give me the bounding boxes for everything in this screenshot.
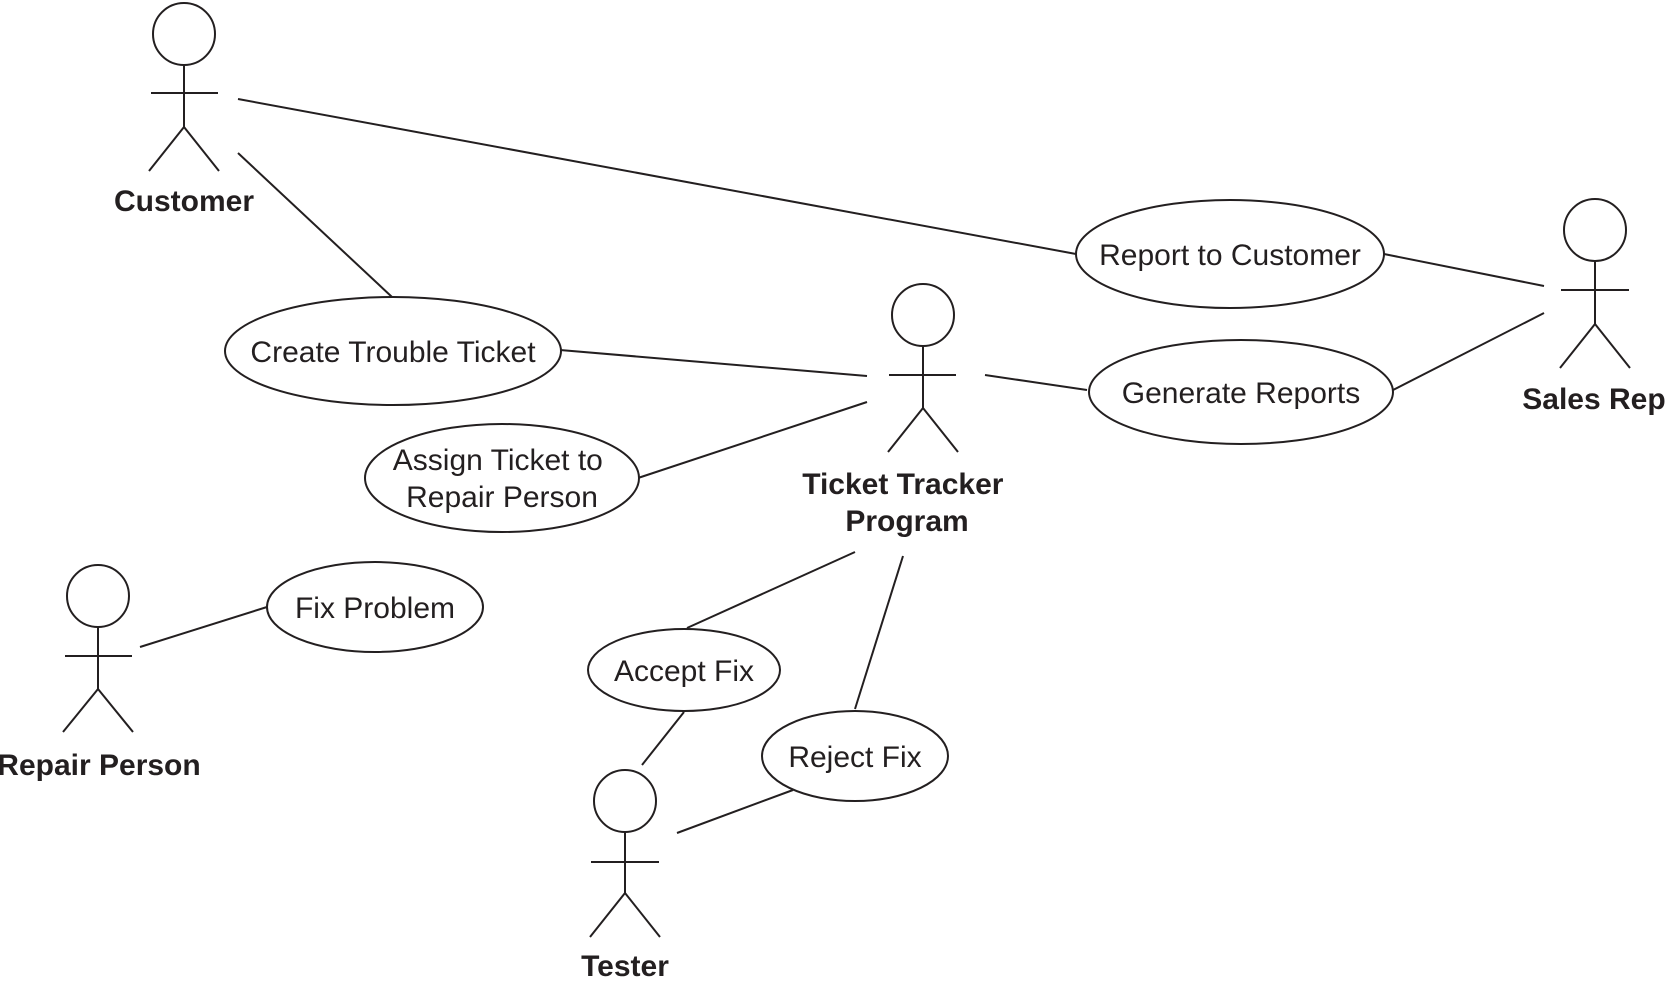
associations [139, 98, 1545, 834]
usecase-label-assign-ticket: Assign Ticket to Repair Person [393, 444, 611, 514]
usecase-report-to-customer: Report to Customer [1075, 199, 1385, 309]
actor-label-line: Program [845, 505, 968, 538]
actor-label-customer: Customer [114, 185, 254, 218]
assoc-customer-report [237, 98, 1077, 255]
actor-label-line: Ticket Tracker [802, 468, 1004, 501]
assoc-accept-tester [641, 711, 685, 766]
usecase-accept-fix: Accept Fix [587, 628, 781, 712]
usecase-ellipse [587, 628, 781, 712]
stick-figure-icon [589, 769, 661, 938]
usecase-label-line: Repair Person [406, 481, 598, 514]
assoc-reject-tester [676, 789, 794, 834]
assoc-tracker-generate [984, 374, 1088, 391]
usecase-reject-fix: Reject Fix [761, 710, 949, 802]
usecase-label-accept-fix: Accept Fix [614, 655, 754, 688]
assoc-report-salesrep [1383, 253, 1545, 287]
assoc-generate-salesrep [1392, 312, 1545, 391]
usecase-assign-ticket: Assign Ticket to Repair Person [364, 423, 640, 533]
stick-figure-icon [1559, 198, 1631, 369]
usecase-label-report-to-customer: Report to Customer [1099, 239, 1361, 272]
actor-label-sales-rep: Sales Rep [1522, 383, 1665, 416]
actor-customer: Customer [114, 2, 254, 218]
usecase-fix-problem: Fix Problem [266, 561, 484, 653]
usecase-create-trouble-ticket: Create Trouble Ticket [224, 296, 562, 406]
usecase-label-line: Assign Ticket to [393, 444, 603, 477]
usecase-label-reject-fix: Reject Fix [788, 741, 921, 774]
assoc-assign-tracker [637, 401, 868, 479]
actor-repair-person: Repair Person [0, 564, 201, 782]
usecase-label-generate-reports: Generate Reports [1122, 377, 1360, 410]
usecase-ellipse [224, 296, 562, 406]
usecase-ellipse [1088, 339, 1394, 445]
usecase-ellipse [761, 710, 949, 802]
stick-figure-icon [148, 2, 220, 172]
stick-figure-icon [62, 564, 134, 733]
assoc-create-tracker [559, 349, 868, 377]
actor-label-ticket-tracker: Ticket Tracker Program [802, 468, 1012, 538]
actor-sales-rep: Sales Rep [1522, 198, 1665, 416]
usecase-generate-reports: Generate Reports [1088, 339, 1394, 445]
assoc-tracker-accept [686, 551, 856, 629]
actor-label-tester: Tester [581, 950, 669, 983]
actor-tester: Tester [581, 769, 669, 983]
assoc-repair-fix [139, 606, 268, 648]
usecase-ellipse [1075, 199, 1385, 309]
assoc-customer-create [237, 152, 393, 298]
stick-figure-icon [887, 283, 959, 453]
usecase-label-fix-problem: Fix Problem [295, 592, 455, 625]
actor-label-repair-person: Repair Person [0, 749, 201, 782]
assoc-tracker-reject [854, 555, 904, 710]
actor-ticket-tracker: Ticket Tracker Program [802, 283, 1012, 538]
usecase-ellipse [364, 423, 640, 533]
usecase-ellipse [266, 561, 484, 653]
usecase-label-create-trouble-ticket: Create Trouble Ticket [250, 336, 536, 369]
